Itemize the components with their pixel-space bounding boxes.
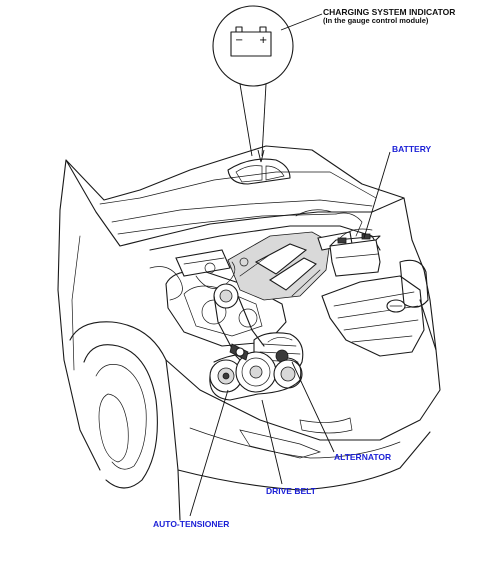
hood xyxy=(65,145,405,247)
grille xyxy=(321,275,425,357)
minus-symbol: − xyxy=(235,35,243,46)
auto-tensioner-label: AUTO-TENSIONER xyxy=(153,519,230,529)
battery-warning-icon: − + xyxy=(230,26,272,57)
indicator-magnifier: − + xyxy=(212,5,323,163)
callout-leaders xyxy=(189,151,391,517)
battery-leader xyxy=(363,151,391,239)
battery xyxy=(329,228,381,277)
drive-belt-label: DRIVE BELT xyxy=(266,486,316,496)
belt-drive xyxy=(209,283,303,401)
alternator-label: ALTERNATOR xyxy=(334,452,392,462)
charging-indicator-label: CHARGING SYSTEM INDICATOR xyxy=(323,7,456,17)
alternator-leader xyxy=(291,361,335,453)
plus-symbol: + xyxy=(259,35,267,46)
drive-belt-leader xyxy=(261,399,283,485)
vehicle-body xyxy=(57,159,441,521)
auto-tensioner-leader xyxy=(189,389,229,517)
charging-indicator-sublabel: (In the gauge control module) xyxy=(323,16,429,25)
battery-label: BATTERY xyxy=(392,144,432,154)
